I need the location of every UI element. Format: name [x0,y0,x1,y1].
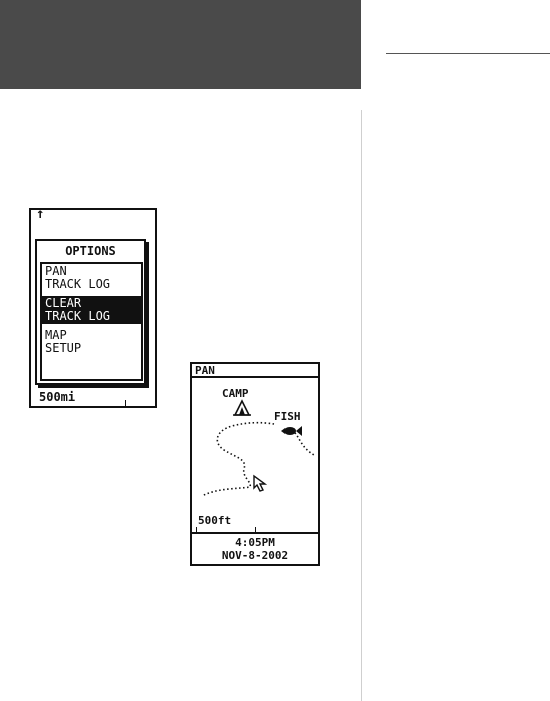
waypoint-label-camp: CAMP [222,387,249,400]
pan-map-screen: CAMP FISH PAN 500ft 4:05PM NOV-8-2002 [190,362,320,566]
pan-pointer-icon [254,476,265,491]
menu-item-clear-track-log[interactable]: CLEAR TRACK LOG [42,296,141,324]
options-menu-title: OPTIONS [37,241,144,261]
options-menu-screen: ↑ OPTIONS PAN TRACK LOG CLEAR TRACK LOG … [29,208,157,408]
menu-item-map-setup[interactable]: MAP SETUP [42,328,141,356]
tent-icon [233,401,251,415]
time-date-status: 4:05PM NOV-8-2002 [192,532,318,564]
map-scale-label: 500mi [39,390,75,404]
column-divider [361,110,362,701]
track-log-path [202,423,274,496]
map-canvas[interactable]: CAMP FISH [192,364,318,532]
waypoint-label-fish: FISH [274,410,301,423]
options-list: PAN TRACK LOG CLEAR TRACK LOG MAP SETUP [40,262,143,381]
north-arrow-icon: ↑ [36,207,44,221]
status-date: NOV-8-2002 [192,549,318,562]
pan-mode-label: PAN [192,364,318,378]
scale-tick [125,400,126,406]
menu-item-pan-track-log[interactable]: PAN TRACK LOG [42,264,141,292]
fish-icon [281,426,302,436]
options-menu: OPTIONS PAN TRACK LOG CLEAR TRACK LOG MA… [35,239,146,385]
page-header-bar [0,0,361,89]
map-scale-label: 500ft [198,514,231,527]
status-time: 4:05PM [192,536,318,549]
sidebar-rule [386,53,550,54]
track-log-path [292,430,316,456]
